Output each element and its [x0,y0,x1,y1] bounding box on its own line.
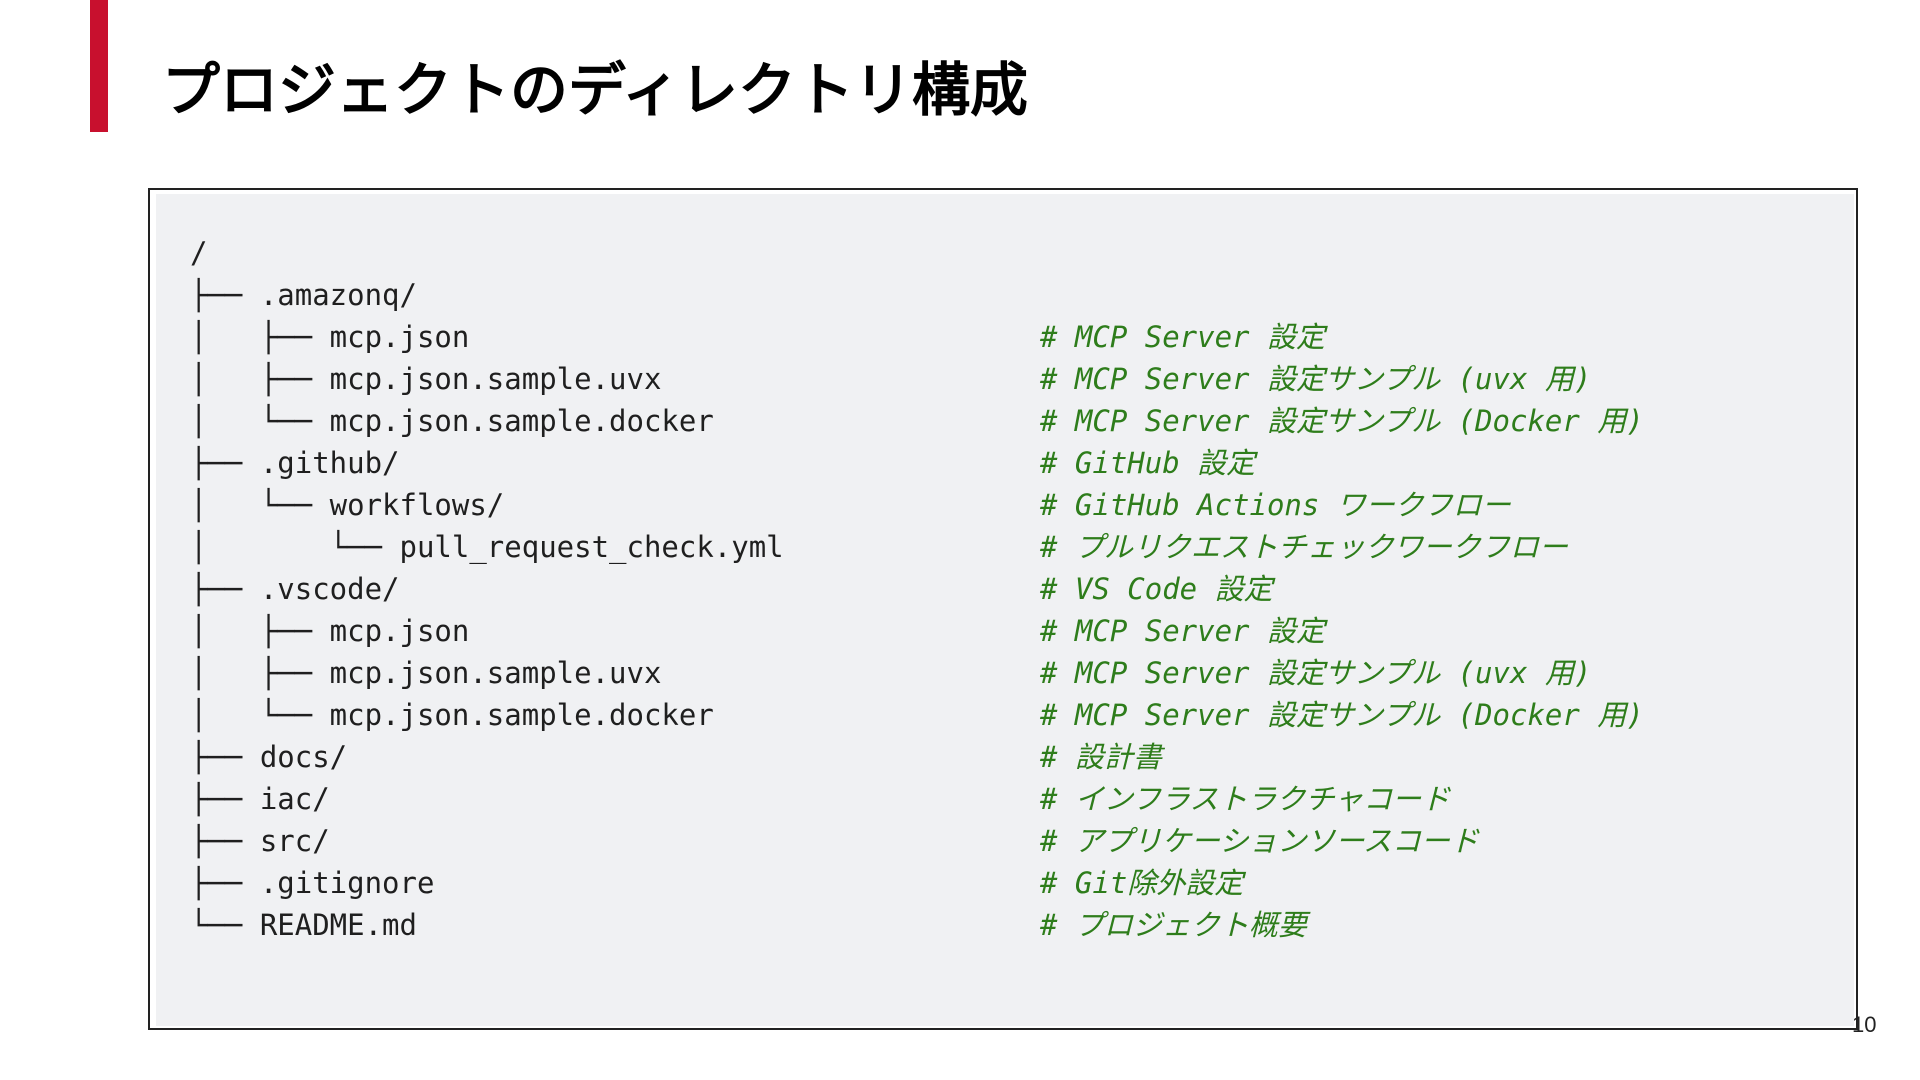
tree-path: │ ├── mcp.json [190,614,470,648]
tree-comment: # アプリケーションソースコード [1040,824,1479,858]
tree-line-vscode-mcp-json: │ ├── mcp.json # MCP Server 設定 [190,610,1325,652]
tree-line-github: ├── .github/ # GitHub 設定 [190,442,1255,484]
tree-line-readme: └── README.md # プロジェクト概要 [190,904,1307,946]
tree-line-gitignore: ├── .gitignore # Git除外設定 [190,862,1243,904]
tree-path: ├── .amazonq/ [190,278,417,312]
tree-comment: # 設計書 [1040,740,1162,774]
tree-path: ├── docs/ [190,740,348,774]
page-number: 10 [1852,1012,1877,1037]
tree-line-vscode-sample-uvx: │ ├── mcp.json.sample.uvx # MCP Server 設定… [190,652,1591,694]
tree-path: │ └── mcp.json.sample.docker [190,698,714,732]
tree-line-iac: ├── iac/ # インフラストラクチャコード [190,778,1450,820]
tree-path: │ ├── mcp.json.sample.uvx [190,656,662,690]
tree-comment: # MCP Server 設定サンプル (Docker 用) [1040,698,1644,732]
tree-line-vscode: ├── .vscode/ # VS Code 設定 [190,568,1273,610]
tree-line-vscode-sample-docker: │ └── mcp.json.sample.docker # MCP Server… [190,694,1644,736]
tree-line-amazonq-sample-uvx: │ ├── mcp.json.sample.uvx # MCP Server 設定… [190,358,1591,400]
tree-comment: # MCP Server 設定サンプル (Docker 用) [1040,404,1644,438]
tree-comment: # VS Code 設定 [1040,572,1273,606]
tree-comment: # MCP Server 設定 [1040,320,1325,354]
tree-path: ├── .github/ [190,446,400,480]
tree-line-amazonq-sample-docker: │ └── mcp.json.sample.docker # MCP Server… [190,400,1644,442]
tree-comment: # MCP Server 設定 [1040,614,1325,648]
tree-comment: # MCP Server 設定サンプル (uvx 用) [1040,362,1592,396]
tree-comment: # プルリクエストチェックワークフロー [1040,530,1568,564]
tree-path: ├── .gitignore [190,866,435,900]
tree-comment: # Git除外設定 [1040,866,1244,900]
tree-path: ├── iac/ [190,782,330,816]
tree-comment: # インフラストラクチャコード [1040,782,1451,816]
tree-path: └── README.md [190,908,417,942]
title-accent-bar [90,0,108,132]
code-block-background: / ├── .amazonq/ │ ├── mcp.json # MCP Serv… [156,194,1854,1026]
tree-line-amazonq-mcp-json: │ ├── mcp.json # MCP Server 設定 [190,316,1325,358]
tree-path: │ └── mcp.json.sample.docker [190,404,714,438]
tree-path: │ ├── mcp.json.sample.uvx [190,362,662,396]
tree-path: │ ├── mcp.json [190,320,470,354]
tree-path: │ └── pull_request_check.yml [190,530,784,564]
tree-comment: # プロジェクト概要 [1040,908,1307,942]
tree-comment: # MCP Server 設定サンプル (uvx 用) [1040,656,1592,690]
tree-comment: # GitHub Actions ワークフロー [1040,488,1511,522]
tree-path: / [190,236,208,270]
slide-title: プロジェクトのディレクトリ構成 [162,56,1028,124]
tree-line-amazonq: ├── .amazonq/ [190,274,417,316]
tree-path: ├── src/ [190,824,330,858]
tree-line-workflows: │ └── workflows/ # GitHub Actions ワークフロー [190,484,1511,526]
tree-line-root: / [190,232,207,274]
directory-tree-code-block: / ├── .amazonq/ │ ├── mcp.json # MCP Serv… [148,188,1858,1030]
tree-path: │ └── workflows/ [190,488,505,522]
tree-line-docs: ├── docs/ # 設計書 [190,736,1162,778]
tree-comment: # GitHub 設定 [1040,446,1256,480]
tree-line-pull-request-check: │ └── pull_request_check.yml # プルリクエストチェッ… [190,526,1568,568]
tree-path: ├── .vscode/ [190,572,400,606]
tree-line-src: ├── src/ # アプリケーションソースコード [190,820,1479,862]
